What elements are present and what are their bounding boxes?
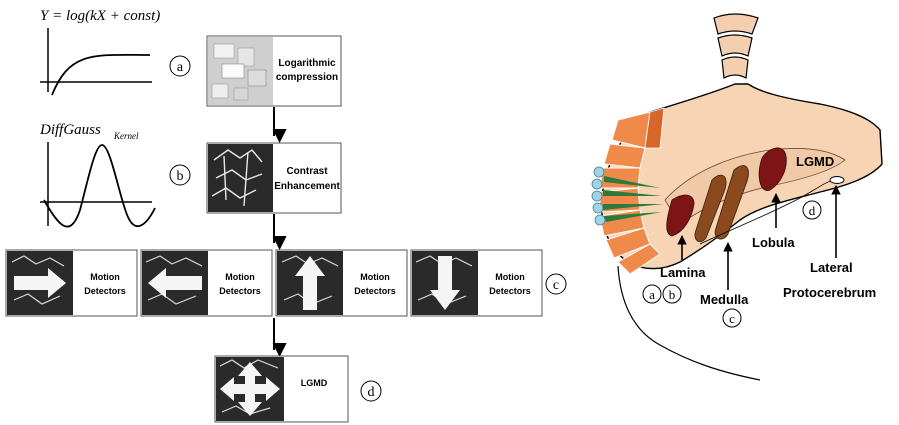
stage-b-box: Contrast Enhancement [206, 142, 342, 214]
lower-body-outline [617, 265, 761, 381]
lamina-region [666, 194, 695, 237]
photoreceptor-cones [603, 176, 664, 222]
svg-text:c: c [729, 311, 735, 326]
motion-detector-up: Motion Detectors [275, 249, 408, 317]
marker-d-right: d [802, 200, 822, 220]
marker-b-right: b [662, 284, 682, 304]
stage-a-box: Logarithmic compression [206, 35, 342, 107]
lobula-region [758, 147, 787, 191]
svg-text:a: a [177, 60, 184, 75]
medulla-band-2 [714, 165, 749, 240]
svg-text:Detectors: Detectors [84, 286, 126, 296]
svg-text:DiffGauss: DiffGauss [39, 122, 101, 138]
svg-text:b: b [669, 287, 676, 302]
label-lgmd: LGMD [796, 154, 834, 169]
marker-a-left: a [169, 55, 191, 77]
stage-d-label: LGMD [301, 378, 328, 388]
svg-text:d: d [809, 203, 816, 218]
neck-segment-1 [713, 13, 759, 35]
marker-b-left: b [169, 164, 191, 186]
stage-b-line2: Enhancement [274, 181, 340, 192]
svg-text:Detectors: Detectors [219, 286, 261, 296]
motion-detector-left: Motion Detectors [140, 249, 273, 317]
lens-array [591, 166, 606, 226]
stage-b-line1: Contrast [286, 166, 328, 177]
svg-text:Detectors: Detectors [354, 286, 396, 296]
stage-a-line1: Logarithmic [278, 58, 336, 69]
label-lamina: Lamina [660, 265, 706, 280]
label-protocerebrum: Protocerebrum [783, 285, 876, 300]
formula-b: DiffGauss Kernel [39, 122, 139, 141]
label-medulla: Medulla [700, 292, 749, 307]
marker-c-right: c [722, 308, 742, 328]
motion-detector-row: Motion Detectors Motion Detectors Motion… [5, 249, 543, 317]
neck-segment-3 [721, 56, 749, 79]
neck-segment-2 [717, 34, 753, 57]
label-lateral: Lateral [810, 260, 853, 275]
svg-text:c: c [553, 278, 559, 293]
motion-detector-down: Motion Detectors [410, 249, 543, 317]
svg-text:b: b [177, 169, 184, 184]
stage-a-line2: compression [276, 72, 338, 83]
stage-d-box: LGMD [214, 355, 349, 423]
svg-text:Detectors: Detectors [489, 286, 531, 296]
medulla-band-1 [694, 174, 727, 243]
marker-a-right: a [642, 284, 662, 304]
locust-brain-illustration [591, 13, 883, 381]
svg-text:Motion: Motion [90, 272, 120, 282]
svg-text:Motion: Motion [495, 272, 525, 282]
dog-curve-plot [40, 142, 156, 228]
svg-text:d: d [368, 385, 375, 400]
marker-c-left: c [545, 273, 567, 295]
svg-text:Motion: Motion [225, 272, 255, 282]
motion-detector-right: Motion Detectors [5, 249, 138, 317]
svg-text:a: a [649, 287, 655, 302]
lgmd-neuron-path [699, 179, 835, 245]
svg-text:Kernel: Kernel [113, 131, 139, 141]
marker-d-left: d [360, 380, 382, 402]
formula-a: Y = log(kX + const) [40, 8, 160, 24]
label-lobula: Lobula [752, 235, 795, 250]
annotation-arrows [677, 185, 841, 290]
lateral-protocerebrum-ellipse [829, 176, 845, 184]
log-curve-plot [40, 28, 152, 96]
svg-text:Motion: Motion [360, 272, 390, 282]
